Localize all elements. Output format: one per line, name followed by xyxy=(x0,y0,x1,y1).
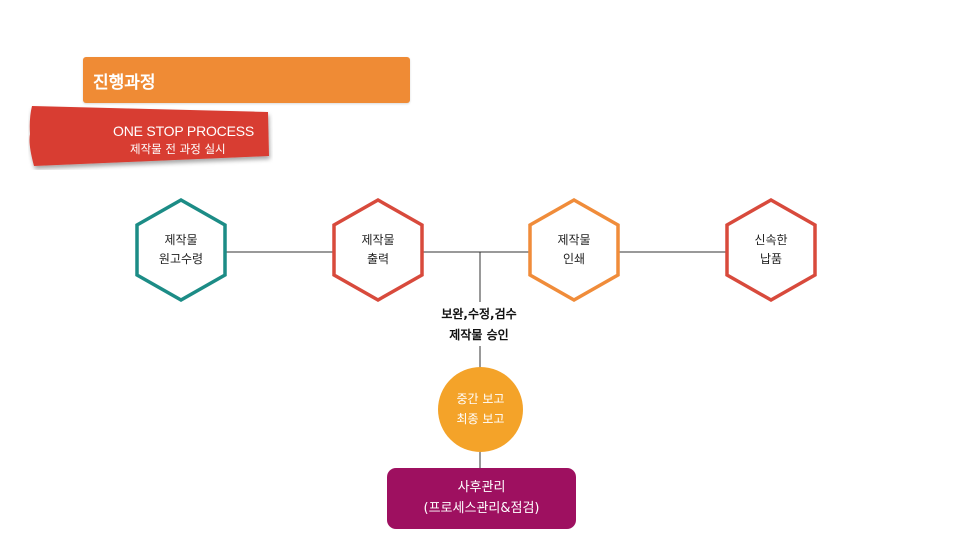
step-1-line1: 제작물 xyxy=(164,233,198,247)
report-circle xyxy=(438,367,523,452)
step-hexagon-3 xyxy=(528,197,620,303)
report-line1: 중간 보고 xyxy=(456,392,505,406)
revision-line2: 제작물 승인 xyxy=(449,328,509,342)
step-label-3: 제작물 인쇄 xyxy=(529,231,619,269)
step-4-line2: 납품 xyxy=(759,252,783,266)
report-label: 중간 보고 최종 보고 xyxy=(438,389,523,429)
step-4-line1: 신속한 xyxy=(754,233,788,247)
step-3-line2: 인쇄 xyxy=(562,252,586,266)
aftercare-line1: 사후관리 xyxy=(457,480,506,495)
step-hexagon-1 xyxy=(135,197,227,303)
step-label-1: 제작물 원고수령 xyxy=(136,231,226,269)
banner-title: ONE STOP PROCESS xyxy=(113,123,254,139)
step-label-2: 제작물 출력 xyxy=(333,231,423,269)
step-hexagon-4 xyxy=(725,197,817,303)
section-header: 진행과정 xyxy=(83,57,410,103)
step-label-4: 신속한 납품 xyxy=(726,231,816,269)
step-hexagon-2 xyxy=(332,197,424,303)
section-title: 진행과정 xyxy=(93,73,156,93)
step-3-line1: 제작물 xyxy=(557,233,591,247)
banner-subtitle: 제작물 전 과정 실시 xyxy=(130,142,226,156)
revision-line1: 보완,수정,검수 xyxy=(441,307,517,321)
step-1-line2: 원고수령 xyxy=(158,252,204,266)
report-line2: 최종 보고 xyxy=(456,412,505,426)
banner-ribbon xyxy=(29,106,269,166)
aftercare-box xyxy=(387,468,576,529)
aftercare-label: 사후관리 (프로세스관리&점검) xyxy=(387,477,576,519)
step-2-line2: 출력 xyxy=(366,252,390,266)
aftercare-line2: (프로세스관리&점검) xyxy=(423,501,540,516)
step-2-line1: 제작물 xyxy=(361,233,395,247)
revision-label: 보완,수정,검수 제작물 승인 xyxy=(400,304,558,346)
